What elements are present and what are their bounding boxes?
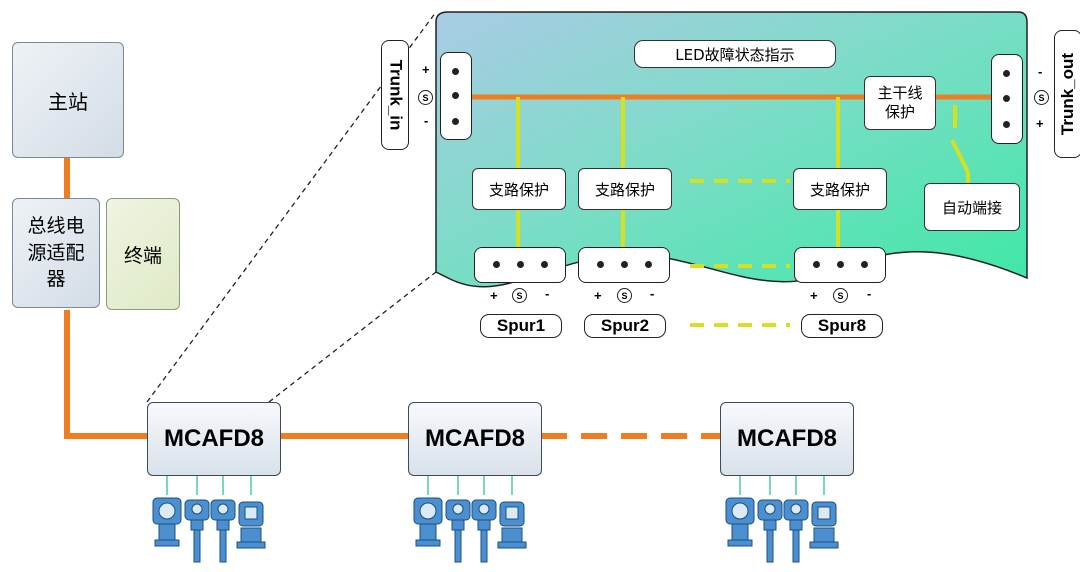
trunk-out-shield: S xyxy=(1034,90,1049,105)
device-label: MCAFD8 xyxy=(164,425,264,452)
spur8-shield: S xyxy=(833,288,848,303)
field-instrument-icon xyxy=(413,497,443,547)
field-instrument-icon xyxy=(236,501,266,549)
spur2-plus: + xyxy=(594,288,602,303)
spur2-minus: - xyxy=(650,286,655,301)
shield-letter: S xyxy=(837,290,844,301)
spur-protection-label: 支路保护 xyxy=(809,180,870,199)
field-instrument-icon xyxy=(210,499,236,563)
trunk-protection-box: 主干线保护 xyxy=(864,76,936,130)
trunk-in-text: Trunk_in xyxy=(386,59,406,131)
main-station-label: 主站 xyxy=(48,89,88,114)
spur8-plus: + xyxy=(810,288,818,303)
field-instrument-icon xyxy=(445,499,471,563)
spur2-text: Spur2 xyxy=(600,316,650,335)
trunk-in-label: Trunk_in xyxy=(381,40,409,150)
spur-protection-box-3: 支路保护 xyxy=(793,168,887,210)
field-instrument-icon xyxy=(783,499,809,563)
termination-switch xyxy=(950,139,970,173)
device-box-2: MCAFD8 xyxy=(408,402,542,476)
spur2-terminal-block xyxy=(578,247,670,283)
trunk-in-terminal-block xyxy=(440,52,472,140)
terminator-box: 终端 xyxy=(106,198,180,310)
auto-termination-box: 自动端接 xyxy=(924,183,1020,231)
power-adapter-box: 总线电源适配器 xyxy=(12,198,100,308)
spur8-label: Spur8 xyxy=(801,314,883,338)
field-instrument-icon xyxy=(497,501,527,549)
spur-protection-label: 支路保护 xyxy=(488,180,549,199)
spur1-plus: + xyxy=(490,288,498,303)
trunk-in-plus: + xyxy=(422,62,430,77)
device-box-1: MCAFD8 xyxy=(147,402,281,476)
shield-letter: S xyxy=(1038,92,1045,103)
field-instrument-icon xyxy=(152,497,182,547)
trunk-out-terminal-block xyxy=(991,54,1023,144)
trunk-out-minus: - xyxy=(1038,64,1043,79)
zoom-line-bottom xyxy=(268,271,437,403)
spur2-shield: S xyxy=(617,288,632,303)
spur1-label: Spur1 xyxy=(480,314,562,338)
spur-protection-label: 支路保护 xyxy=(594,180,655,199)
shield-letter: S xyxy=(422,92,429,103)
trunk-in-shield: S xyxy=(418,90,433,105)
spur1-terminal-block xyxy=(474,247,566,283)
led-status-label: LED故障状态指示 xyxy=(634,40,836,68)
led-status-text: LED故障状态指示 xyxy=(675,45,795,64)
main-station-box: 主站 xyxy=(12,42,124,158)
spur8-terminal-block xyxy=(794,247,886,283)
field-instrument-icon xyxy=(725,497,755,547)
spur-protection-box-1: 支路保护 xyxy=(472,168,566,210)
trunk-out-plus: + xyxy=(1036,116,1044,131)
terminator-label: 终端 xyxy=(123,244,162,267)
trunk-out-text: Trunk_out xyxy=(1058,52,1078,136)
auto-termination-label: 自动端接 xyxy=(941,198,1002,217)
field-instrument-icon xyxy=(757,499,783,563)
power-adapter-label: 总线电源适配器 xyxy=(27,215,85,291)
trunk-protection-label: 主干线保护 xyxy=(877,83,923,122)
device-label: MCAFD8 xyxy=(425,425,525,452)
spur8-text: Spur8 xyxy=(817,316,867,335)
shield-letter: S xyxy=(621,290,628,301)
field-instrument-icon xyxy=(471,499,497,563)
spur8-minus: - xyxy=(867,286,872,301)
field-instrument-icon xyxy=(184,499,210,563)
trunk-out-label: Trunk_out xyxy=(1054,30,1080,158)
device-label: MCAFD8 xyxy=(737,425,837,452)
spur1-minus: - xyxy=(545,286,550,301)
spur2-label: Spur2 xyxy=(584,314,666,338)
trunk-in-minus: - xyxy=(424,113,429,128)
device-box-3: MCAFD8 xyxy=(720,402,854,476)
shield-letter: S xyxy=(516,290,523,301)
trunk-cable-main xyxy=(64,158,408,439)
spur1-text: Spur1 xyxy=(496,316,546,335)
spur-protection-box-2: 支路保护 xyxy=(578,168,672,210)
spur1-shield: S xyxy=(512,288,527,303)
field-instrument-icon xyxy=(809,501,839,549)
